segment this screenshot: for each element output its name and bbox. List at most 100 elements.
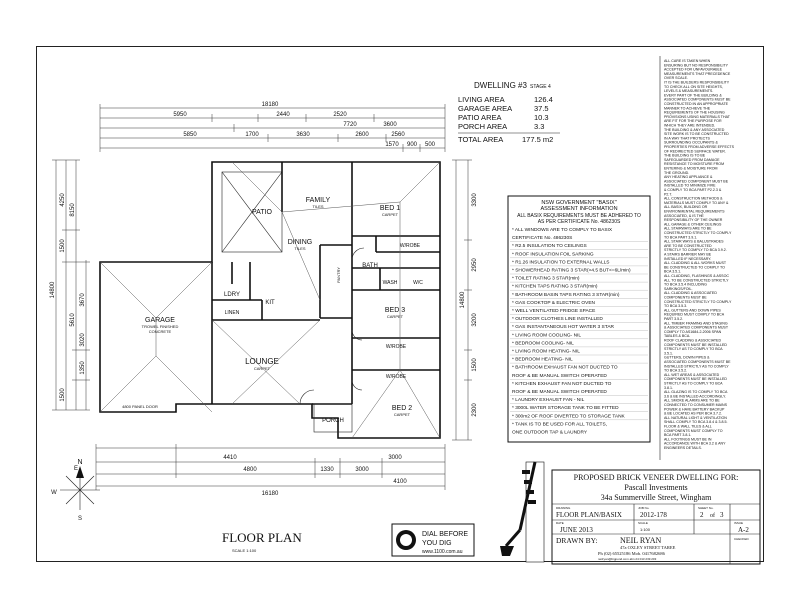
basix-item: * OUTDOOR CLOTHES LINE INSTALLED (512, 316, 603, 322)
area-value-0: 126.4 (534, 95, 553, 104)
note-line: STRICTLY AS TO COMPLY TO BCA (664, 347, 723, 351)
note-line: & ASSOCIATED COMPONENTS MUST (664, 326, 729, 330)
basix-item: * LAUNDRY EXHAUST FAN - NIL (512, 397, 585, 403)
area-total-label: TOTAL AREA (458, 135, 503, 144)
note-line: & COMPLY TO BCA PART P2.2.3 & (664, 188, 722, 192)
note-line: ROOF CLADDING & ASSOCIATED (664, 339, 721, 343)
basix-item: * ROOF INSULATION FOIL SARKING (512, 251, 594, 257)
dim-top-3: 2520 (333, 112, 347, 118)
basix-item: * R2.5 INSULATION TO CEILINGS (512, 243, 587, 249)
tb-addr1: 47a OXLEY STREET TAREE (620, 545, 676, 550)
dim-bottom-2: 3000 (388, 455, 402, 461)
basix-item: * BATHROOM EXHAUST FAN NOT DUCTED TO (512, 365, 618, 371)
note-line: ARE FIT FOR THE PURPOSE FOR (664, 119, 722, 123)
area-label-0: LIVING AREA (458, 95, 505, 104)
dial-line1: DIAL BEFORE (422, 531, 468, 538)
note-line: TO BCA PART 3.9.1. (664, 235, 697, 239)
dim-top-10: 2560 (391, 132, 405, 138)
area-label-1: GARAGE AREA (458, 104, 512, 113)
left-dimensions: 4250 1500 14800 8150 5610 3670 3020 1350… (50, 159, 90, 411)
tb-proposed: PROPOSED BRICK VENEER DWELLING FOR: (574, 473, 739, 482)
room-linen: LINEN (225, 310, 240, 316)
dim-bottom-5: 3000 (355, 467, 369, 473)
dial-web: www.1100.com.au (422, 549, 463, 555)
basix-item: * GAS INSTANTANEOUS HOT WATER 3 STAR (512, 324, 615, 330)
dim-left-2: 1500 (60, 239, 66, 253)
note-line: ALL FOOTINGS MUST BE IN (664, 437, 712, 441)
basix-item: * WELL VENTILATED FRIDGE SPACE (512, 308, 595, 314)
tb-drawing: FLOOR PLAN/BASIX (556, 511, 622, 519)
tb-date-label: DATE (556, 521, 564, 525)
tb-drawn-label: DRAWN BY: (556, 536, 597, 545)
basix-item: * BEDROOM HEATING- NIL (512, 357, 573, 363)
note-line: CONSTRUCTED STRICTLY TO COMPLY (664, 231, 732, 235)
basix-item: * LIVING ROOM COOLING- NIL (512, 332, 581, 338)
area-value-3: 3.3 (534, 122, 544, 131)
tb-drawing-label: DRAWING (556, 506, 571, 510)
room-dining: DINING (288, 239, 313, 246)
dim-top-6: 5850 (183, 132, 197, 138)
note-line: IT IS THE BUILDERS RESPONSIBILITY (664, 81, 730, 85)
dim-top-2: 2440 (276, 112, 290, 118)
note-line: TO BCA 3.5.3. (664, 304, 687, 308)
note-line: INSTALLED IF NECESSARY. (664, 257, 711, 261)
note-line: TABLES & BCA. (664, 334, 690, 338)
note-line: ALL GLAZING IS TO COMPLY TO BCA (664, 390, 728, 394)
note-line: INSTALLED STRICTLY AS TO COMPLY (664, 364, 729, 368)
note-line: ALL NATURAL LIGHT & VENTILATION (664, 416, 727, 420)
room-lounge: LOUNGE (245, 357, 279, 366)
dim-left-4: 8150 (70, 203, 76, 217)
dim-right-4: 1500 (472, 358, 478, 372)
right-dimensions: 14800 3300 2950 3200 1500 2300 (452, 159, 478, 441)
dim-right-5: 2300 (472, 403, 478, 417)
dim-top-9: 2600 (355, 132, 369, 138)
room-wir3: W/ROBE (386, 344, 407, 350)
room-wc: W/C (413, 280, 423, 286)
tb-scale: 1:100 (640, 527, 651, 532)
dim-bottom-4: 1330 (320, 467, 334, 473)
note-line: SHALL COMPLY TO BCA 3.8.4 & 3.8.5. (664, 420, 728, 424)
note-line: WHICH THEY ARE INTENDED. (664, 124, 715, 128)
room-family-sub: TILES (312, 204, 323, 209)
floor-plan: FAMILY TILES PATIO BED 1 CARPET DINING T… (99, 161, 441, 439)
dim-right-overall: 14800 (460, 291, 466, 308)
room-ldry: LDRY (224, 292, 240, 298)
note-line: REQUIRED MUST COMPLY TO BCA (664, 313, 725, 317)
note-line: ALL CLADDING & ASSOCIATED (664, 291, 717, 295)
note-line: RESPONSIBILITY OF THE OWNER (664, 218, 723, 222)
note-line: BCA 3.5.1. (664, 270, 681, 274)
tb-date: JUNE 2013 (560, 526, 593, 534)
tb-issue: A-2 (738, 526, 749, 534)
note-line: RESISTANCE TO MOISTURE FROM (664, 162, 724, 166)
dim-left-8: 1350 (80, 361, 86, 375)
note-line: ALL CONSTRUCTION METHODS & (664, 197, 723, 201)
tb-phone: Ph (02) 65525186 Mob. 0417682686 (598, 551, 666, 556)
room-garage: GARAGE (145, 317, 175, 324)
dim-right-3: 3200 (472, 313, 478, 327)
basix-item: * BEDROOM COOLING- NIL (512, 340, 574, 346)
note-line: ALL SMOKE ALARMS ARE TO BE (664, 399, 720, 403)
dim-top-8: 3630 (296, 132, 310, 138)
note-line: IN A WAY THAT PROTECTS (664, 136, 710, 140)
tb-address: 34a Summerville Street, Wingham (601, 493, 712, 502)
basix-item: * BATHROOM BASIN TAPS RATING 3 STAR(min) (512, 292, 620, 298)
note-line: CONSTRUCTED IN AN APPROPRIATE (664, 102, 729, 106)
room-wir2: W/ROBE (386, 374, 407, 380)
basix-item: * 3000L WATER STORAGE TANK TO BE FITTED (512, 405, 619, 411)
note-line: SITE WORK IS TO BE CONSTRUCTED (664, 132, 729, 136)
room-bed1: BED 1 (380, 205, 400, 212)
dial-before-you-dig: DIAL BEFORE YOU DIG www.1100.com.au (391, 523, 475, 557)
tb-client: Pascall Investments (624, 483, 687, 492)
note-line: ALL CLADDING & ALL WORKS MUST (664, 261, 727, 265)
note-line: PROVISIONS USING MATERIALS THAT (664, 115, 731, 119)
basix-item: CERTIFICATE No. 486230S (512, 235, 572, 241)
note-line: ASSOCIATED COMPONENTS MUST BE (664, 360, 731, 364)
room-bed1-sub: CARPET (382, 212, 399, 217)
dim-left-7: 3020 (80, 333, 86, 347)
note-line: ENTERING & MOISTURE FROM (664, 167, 718, 171)
dwelling-title: DWELLING #3 (474, 81, 527, 90)
basix-box: NSW GOVERNMENT "BASIX" ASSESSMENT INFORM… (507, 195, 651, 443)
basix-items: * ALL WINDOWS ARE TO COMPLY TO BASIX CER… (510, 227, 648, 436)
basix-item: * LIVING ROOM HEATING- NIL (512, 349, 580, 355)
note-line: STRICTLY AS TO COMPLY TO BCA (664, 382, 723, 386)
